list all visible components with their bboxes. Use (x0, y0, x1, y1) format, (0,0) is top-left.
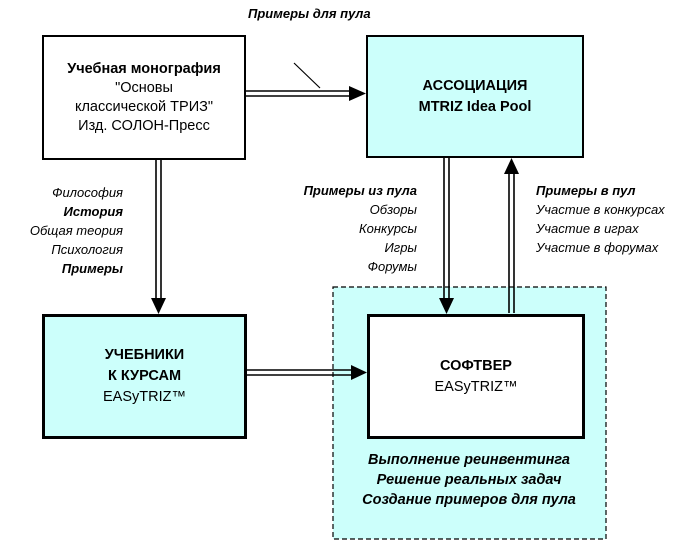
arrow-association-to-software (439, 158, 454, 314)
textbooks-title-1: УЧЕБНИКИ (104, 347, 185, 363)
left-topic-general-theory: Общая теория (29, 223, 123, 238)
textbooks-box: УЧЕБНИКИ К КУРСАМ EASyTRIZ™ (42, 314, 247, 439)
monograph-title: Учебная монография (67, 60, 221, 77)
monograph-line-2: "Основы (115, 79, 173, 96)
association-box: АССОЦИАЦИЯ MTRIZ Idea Pool (366, 35, 584, 158)
monograph-publisher: Изд. СОЛОН-Пресс (78, 117, 210, 134)
activity-creating-examples: Создание примеров для пула (362, 492, 576, 508)
activity-real-problems: Решение реальных задач (376, 472, 562, 488)
left-topic-examples: Примеры (61, 261, 123, 276)
to-pool-title: Примеры в пул (536, 183, 636, 198)
arrow-textbooks-to-software (247, 365, 367, 380)
top-arrow-label: Примеры для пула (248, 6, 371, 21)
from-pool-list: Примеры из пула Обзоры Конкурсы Игры Фор… (270, 181, 417, 276)
from-pool-item-contests: Конкурсы (359, 221, 417, 236)
software-product: EASyTRIZ™ (434, 378, 518, 395)
arrow-software-to-association (504, 158, 519, 313)
software-activities: Выполнение реинвентинга Решение реальных… (336, 450, 602, 510)
left-topic-philosophy: Философия (52, 185, 123, 200)
to-pool-item-games: Участие в играх (536, 221, 639, 236)
activity-reinventing: Выполнение реинвентинга (368, 452, 570, 468)
from-pool-title: Примеры из пула (303, 183, 417, 198)
monograph-line-3: классической ТРИЗ" (74, 98, 214, 115)
association-subtitle: MTRIZ Idea Pool (418, 98, 532, 115)
arrow-monograph-to-textbooks (151, 160, 166, 314)
left-topic-psychology: Психология (51, 242, 123, 257)
monograph-box: Учебная монография "Основы классической … (42, 35, 246, 160)
from-pool-item-forums: Форумы (367, 259, 417, 274)
to-pool-item-contests: Участие в конкурсах (536, 202, 665, 217)
to-pool-list: Примеры в пул Участие в конкурсах Участи… (536, 181, 665, 257)
left-topic-history: История (63, 204, 123, 219)
textbooks-title-2: К КУРСАМ (107, 368, 182, 384)
arrow-monograph-to-association (245, 62, 366, 101)
from-pool-item-reviews: Обзоры (369, 202, 417, 217)
software-title: СОФТВЕР (440, 357, 512, 374)
left-topic-list: Философия История Общая теория Психологи… (0, 183, 123, 278)
software-box: СОФТВЕР EASyTRIZ™ (367, 314, 585, 439)
from-pool-item-games: Игры (384, 240, 417, 255)
association-title: АССОЦИАЦИЯ (422, 77, 528, 94)
textbooks-product: EASyTRIZ™ (103, 389, 186, 405)
to-pool-item-forums: Участие в форумах (536, 240, 659, 255)
